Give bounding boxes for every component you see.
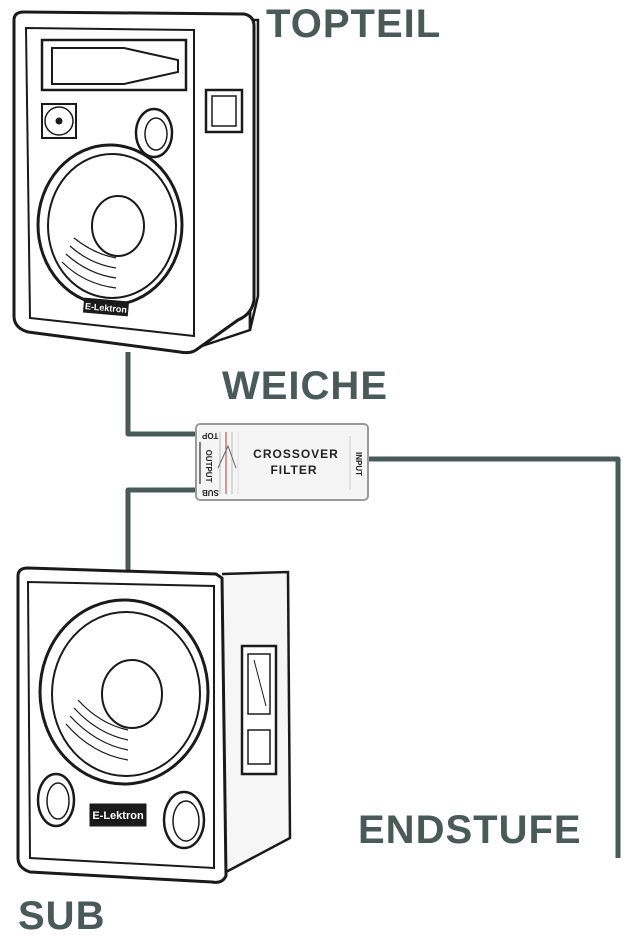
sub-speaker: E-Lektron: [16, 566, 292, 884]
label-weiche: WEICHE: [222, 364, 388, 408]
crossover-output-label: OUTPUT: [204, 450, 213, 483]
cable-sub-to-crossover: [125, 487, 196, 570]
crossover-out-sub: SUB: [202, 488, 219, 497]
crossover-input-label: INPUT: [354, 452, 363, 476]
cables: [125, 352, 621, 858]
crossover-out-top: TOP: [201, 431, 218, 440]
label-endstufe: ENDSTUFE: [358, 808, 582, 852]
cable-crossover-to-amplifier: [368, 456, 621, 858]
cable-top-to-crossover: [125, 352, 196, 437]
label-sub: SUB: [18, 894, 106, 938]
top-speaker: E-Lektron: [12, 10, 260, 355]
top-brand-logo: E-Lektron: [85, 301, 128, 315]
sub-brand-logo: E-Lektron: [92, 810, 144, 822]
crossover-title-line1: CROSSOVER: [253, 447, 339, 461]
label-topteil: TOPTEIL: [266, 2, 442, 46]
crossover-title-line2: FILTER: [270, 463, 317, 477]
crossover-filter-box: TOP SUB OUTPUT CROSSOVER FILTER INPUT: [195, 423, 369, 501]
